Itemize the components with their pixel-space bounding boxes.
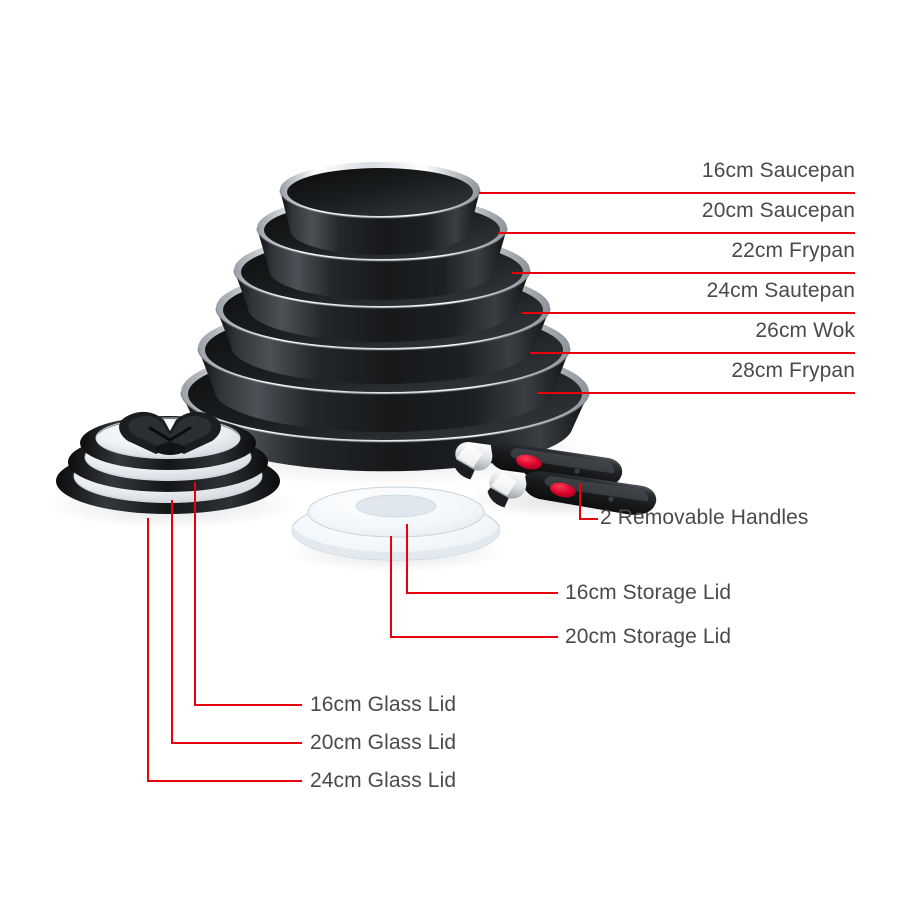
storage-lid-stack: [291, 486, 501, 561]
label-20cm-glass-lid: 20cm Glass Lid: [310, 731, 457, 754]
glass-lid-stack: [56, 411, 280, 514]
label-20cm-saucepan: 20cm Saucepan: [701, 199, 855, 222]
label-16cm-glass-lid: 16cm Glass Lid: [310, 693, 457, 716]
leader-glass-lid-20: [170, 500, 302, 745]
leader-storage-lid-16: [405, 524, 558, 595]
leader-storage-lid-20: [389, 536, 558, 639]
label-26cm-wok: 26cm Wok: [755, 319, 855, 342]
label-24cm-glass-lid: 24cm Glass Lid: [310, 769, 457, 792]
removable-handles: [453, 442, 657, 515]
leader-removable-handles: [578, 483, 598, 521]
label-removable-handles: 2 Removable Handles: [600, 506, 809, 529]
cookware-stack: [180, 162, 590, 472]
pan-16cm-saucepan: [279, 162, 481, 255]
glass-lid-knob-icon: [119, 411, 221, 455]
label-28cm-frypan: 28cm Frypan: [731, 359, 855, 382]
removable-handle-1: [453, 442, 623, 487]
leader-glass-lid-24: [146, 518, 302, 783]
label-24cm-sautepan: 24cm Sautepan: [706, 279, 855, 302]
label-22cm-frypan: 22cm Frypan: [731, 239, 855, 262]
label-20cm-storage-lid: 20cm Storage Lid: [565, 625, 732, 648]
storage-lid-16cm: [307, 486, 485, 538]
leader-glass-lid-16: [193, 482, 302, 707]
label-16cm-saucepan: 16cm Saucepan: [701, 159, 855, 182]
label-16cm-storage-lid: 16cm Storage Lid: [565, 581, 732, 604]
removable-handle-2: [487, 470, 657, 515]
